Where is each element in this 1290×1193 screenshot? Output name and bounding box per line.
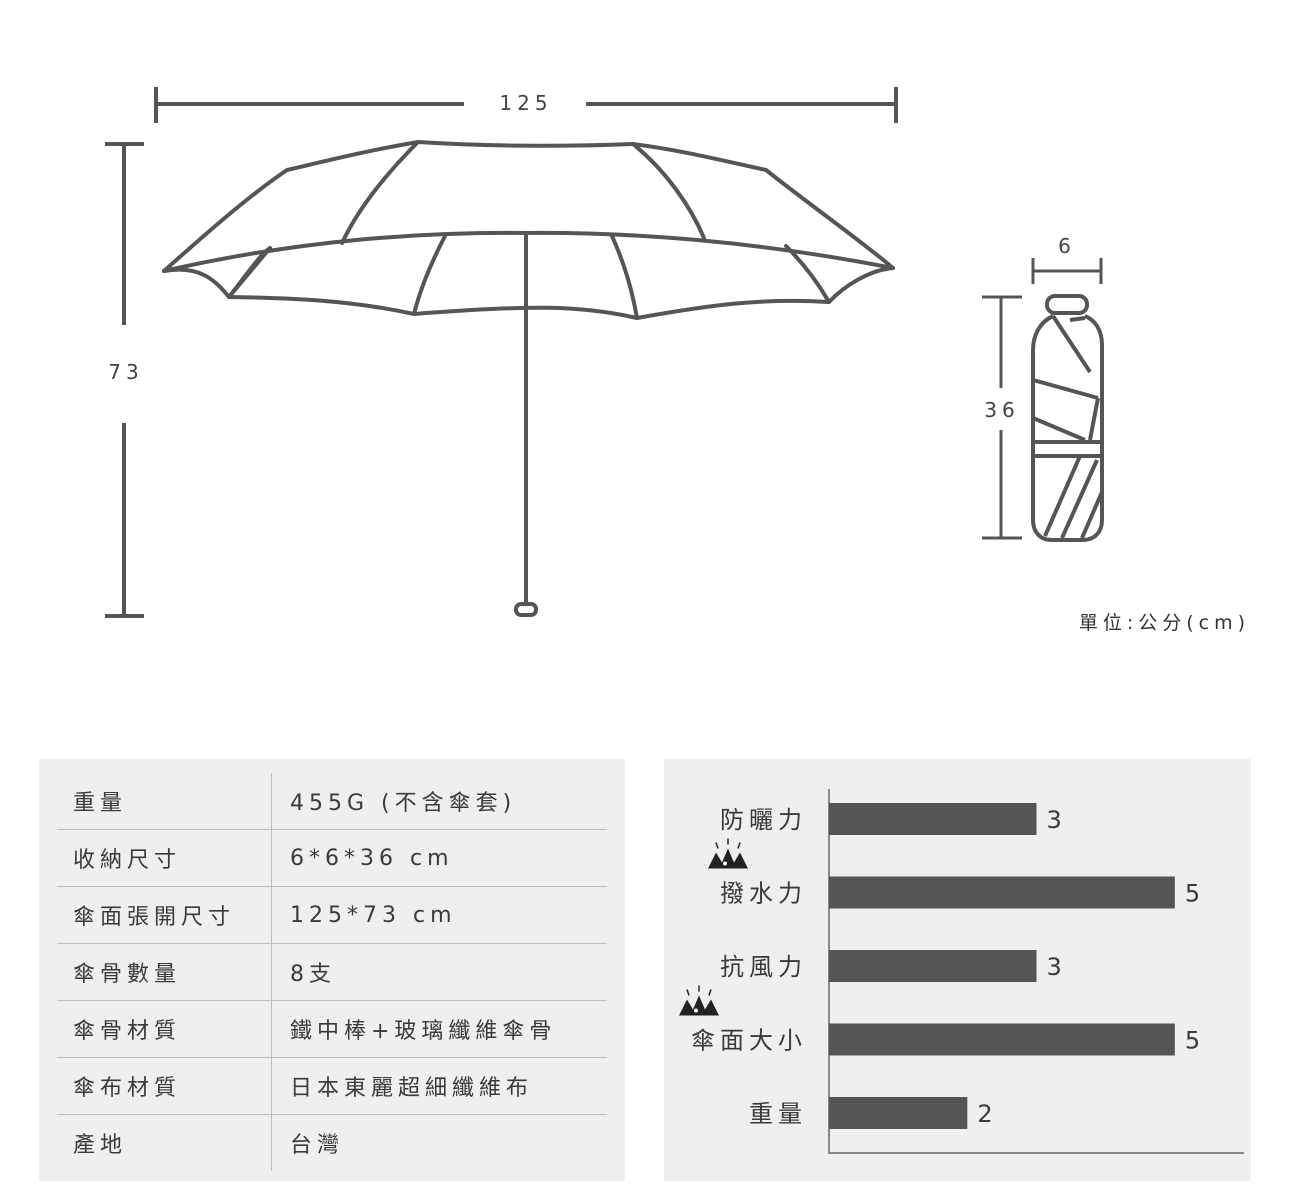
spec-value: 日本東麗超細纖維布 (271, 1057, 607, 1115)
chart-bar (829, 1097, 968, 1129)
table-row: 傘骨材質 鐵中棒+玻璃纖維傘骨 (57, 1000, 607, 1058)
spec-table: 重量 455G (不含傘套) 收納尺寸 6*6*36 cm 傘面張開尺寸 125… (57, 773, 607, 1171)
table-row: 產地 台灣 (57, 1114, 607, 1171)
spec-label: 傘面張開尺寸 (57, 886, 272, 944)
chart-value-label: 3 (1047, 953, 1062, 981)
chart-value-label: 5 (1185, 880, 1200, 908)
height-dimension (105, 142, 144, 618)
spec-label: 傘布材質 (57, 1057, 272, 1115)
table-row: 傘面張開尺寸 125*73 cm (57, 886, 607, 944)
rating-chart: 防曬力 3 撥水力 5 抗風力 3 傘面大小 5 重量 2 (679, 789, 1244, 1154)
chart-bar (829, 1023, 1175, 1056)
chart-category-label: 防曬力 (720, 806, 807, 834)
width-dimension (154, 87, 898, 123)
spec-label: 傘骨數量 (57, 943, 272, 1001)
folded-width-label: 6 (1058, 234, 1076, 258)
chart-value-label: 2 (977, 1100, 992, 1128)
chart-value-label: 3 (1047, 806, 1062, 834)
folded-width-dimension (1031, 258, 1103, 284)
spec-label: 傘骨材質 (57, 1000, 272, 1058)
folded-length-label: 36 (984, 398, 1019, 422)
spec-panel: 重量 455G (不含傘套) 收納尺寸 6*6*36 cm 傘面張開尺寸 125… (39, 759, 625, 1181)
chart-axis (828, 789, 1244, 1154)
chart-bar (829, 803, 1037, 835)
table-row: 收納尺寸 6*6*36 cm (57, 829, 607, 887)
folded-length-dimension (982, 295, 1022, 540)
rating-panel: 防曬力 3 撥水力 5 抗風力 3 傘面大小 5 重量 2 (664, 759, 1251, 1181)
chart-value-label: 5 (1185, 1027, 1200, 1055)
table-row: 重量 455G (不含傘套) (57, 773, 607, 830)
spec-value: 台灣 (290, 1133, 345, 1158)
chart-bar (829, 950, 1037, 982)
chart-category-label: 抗風力 (720, 953, 807, 981)
chart-category-label: 撥水力 (720, 880, 807, 908)
umbrella-diagram: 125 73 6 36 (105, 87, 1104, 618)
spec-label: 產地 (57, 1114, 272, 1171)
table-row: 傘布材質 日本東麗超細纖維布 (57, 1057, 607, 1115)
crown-icon (679, 985, 719, 1016)
spec-label: 重量 (57, 773, 272, 830)
spec-value: 6*6*36 cm (271, 829, 607, 887)
chart-category-label: 重量 (749, 1100, 807, 1128)
chart-category-label: 傘面大小 (691, 1027, 807, 1055)
spec-value: 125*73 cm (271, 886, 607, 944)
unit-note: 單位:公分(cm) (1078, 612, 1250, 634)
spec-value: 鐵中棒+玻璃纖維傘骨 (271, 1000, 607, 1058)
spec-value: 8支 (271, 943, 607, 1001)
crown-icon (708, 838, 748, 869)
folded-umbrella-icon (1031, 294, 1104, 542)
table-row: 傘骨數量 8支 (57, 943, 607, 1001)
height-dimension-label: 73 (108, 360, 143, 384)
width-dimension-label: 125 (499, 91, 552, 115)
open-umbrella-icon (162, 140, 895, 617)
spec-value: 455G (不含傘套) (271, 773, 607, 830)
chart-bar (829, 876, 1175, 909)
spec-label: 收納尺寸 (57, 829, 272, 887)
